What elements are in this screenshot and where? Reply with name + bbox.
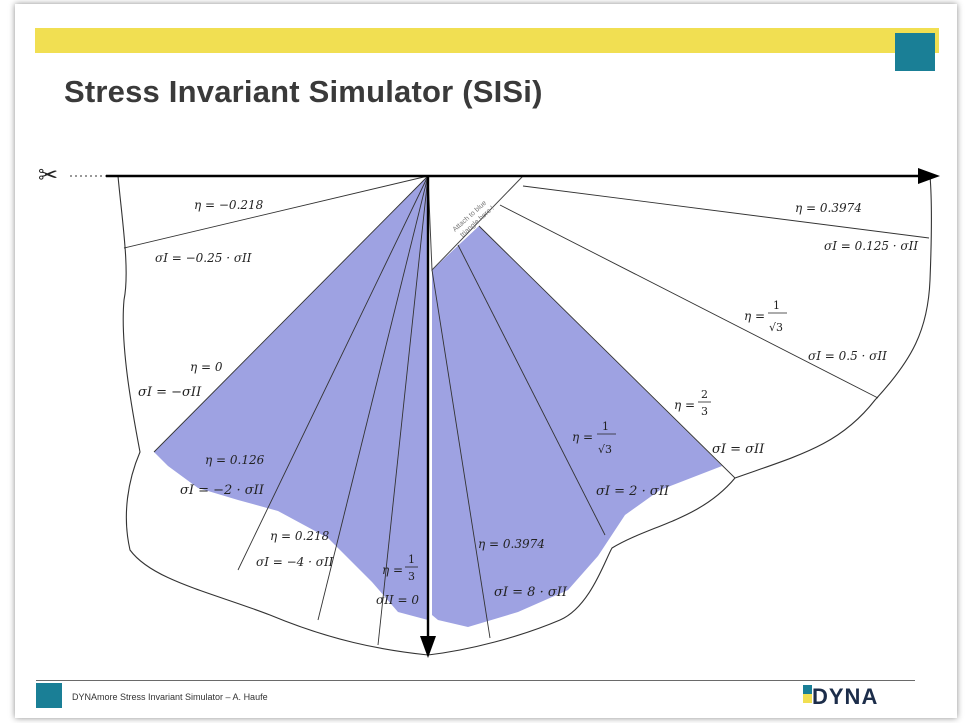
- svg-text:3: 3: [408, 570, 415, 583]
- eta-right-1: η = 0.3974: [478, 537, 545, 551]
- svg-text:η =: η =: [572, 430, 593, 444]
- axis-vertical: [420, 176, 436, 658]
- svg-text:1: 1: [602, 420, 609, 433]
- eta-left-5: η = 1 3: [382, 553, 418, 583]
- ray-right-1: [431, 269, 491, 639]
- sigma-left-4: σI = −4 · σII: [256, 555, 334, 569]
- blue-region-left: [154, 176, 428, 620]
- ray-left-2: [153, 175, 429, 453]
- eta-right-4: η = 1 √3: [744, 299, 787, 334]
- axis-horizontal: [70, 168, 940, 184]
- scissors-icon: ✂: [38, 162, 58, 189]
- ray-left-1: [123, 175, 429, 249]
- svg-text:DYNA: DYNA: [812, 684, 878, 709]
- ray-left-5: [377, 175, 429, 646]
- svg-text:1: 1: [408, 553, 415, 566]
- eta-left-3: η = 0.126: [205, 453, 265, 467]
- svg-text:3: 3: [701, 405, 708, 418]
- ray-left-3: [237, 175, 429, 571]
- right-fan-rays: [431, 185, 930, 639]
- left-fan-rays: [123, 175, 429, 646]
- sigma-left-2: σI = −σII: [138, 385, 202, 400]
- sigma-right-4: σI = 0.5 · σII: [808, 349, 887, 363]
- sigma-left-1: σI = −0.25 · σII: [155, 251, 252, 265]
- ray-right-4: [499, 204, 879, 399]
- eta-right-3: η = 2 3: [674, 388, 711, 418]
- svg-text:√3: √3: [769, 321, 783, 334]
- sigma-right-2: σI = 2 · σII: [596, 484, 670, 499]
- svg-text:η =: η =: [382, 563, 403, 577]
- ray-right-3: [478, 225, 736, 479]
- top-accent-bar: [35, 28, 939, 53]
- ray-right-2: [457, 244, 606, 536]
- eta-right-5: η = 0.3974: [795, 201, 862, 215]
- svg-text:η =: η =: [744, 309, 765, 323]
- dyna-logo: DYNA: [803, 684, 878, 709]
- paper-outline: [117, 175, 933, 656]
- sigma-left-5: σII = 0: [376, 593, 419, 607]
- ray-left-4: [317, 175, 429, 621]
- eta-left-2: η = 0: [190, 360, 223, 374]
- ray-right-5: [522, 185, 930, 239]
- sigma-left-3: σI = −2 · σII: [180, 483, 265, 498]
- footer-caption: DYNAmore Stress Invariant Simulator – A.…: [72, 692, 268, 702]
- svg-text:η =: η =: [674, 398, 695, 412]
- sigma-right-3: σI = σII: [712, 442, 765, 457]
- blue-region-right: [432, 226, 722, 627]
- svg-text:2: 2: [701, 388, 708, 401]
- footer-rule: [36, 680, 915, 681]
- svg-text:1: 1: [773, 299, 780, 312]
- eta-left-4: η = 0.218: [270, 529, 330, 543]
- sigma-right-1: σI = 8 · σII: [494, 585, 568, 600]
- sigma-right-5: σI = 0.125 · σII: [824, 239, 918, 253]
- eta-left-1: η = −0.218: [194, 198, 264, 212]
- eta-right-2: η = 1 √3: [572, 420, 616, 456]
- corner-square: [895, 33, 935, 71]
- footer-square: [36, 683, 62, 708]
- slide-title: Stress Invariant Simulator (SISi): [64, 74, 543, 109]
- svg-text:√3: √3: [598, 443, 612, 456]
